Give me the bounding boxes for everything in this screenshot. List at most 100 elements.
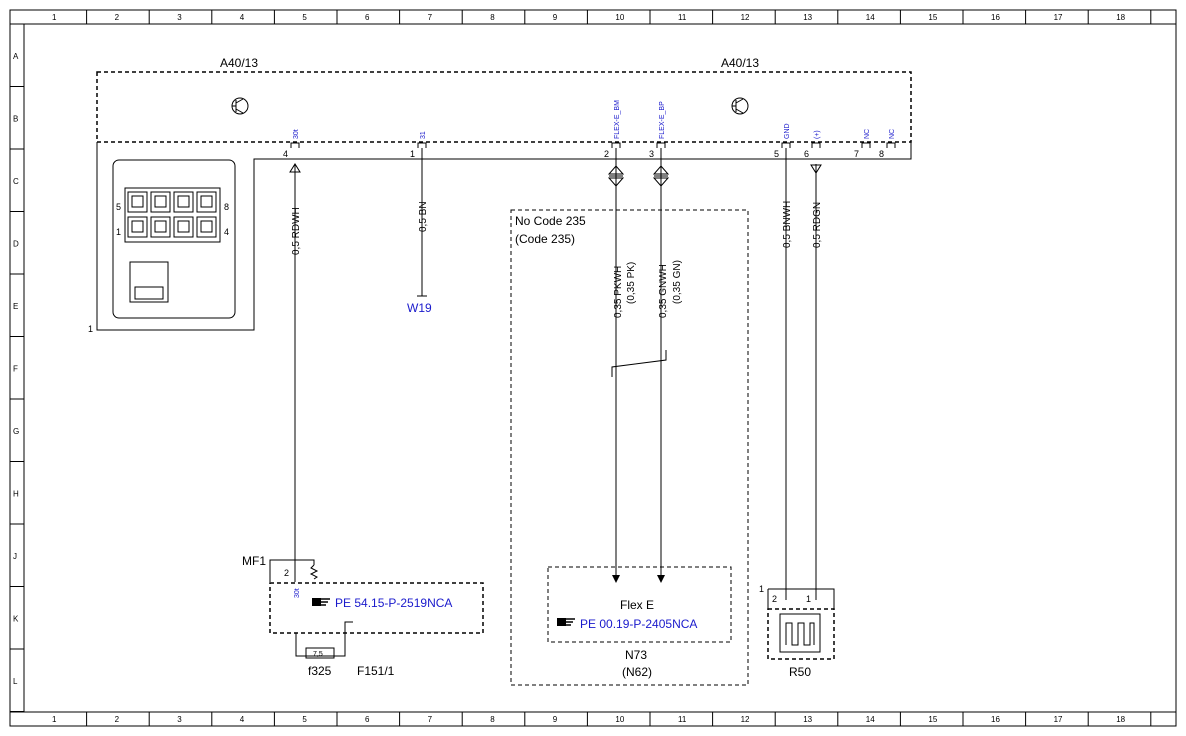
- r50-pin-2: 2: [772, 594, 777, 604]
- grid-column-label: 2: [115, 715, 120, 724]
- pin-signal: FLEX-E_BM: [614, 100, 621, 139]
- grid-column-label: 9: [553, 715, 558, 724]
- wire-label-pk: (0,35 PK): [626, 262, 637, 304]
- wire-label-rdwh: 0,5 RDWH: [291, 207, 302, 255]
- grid-column-label: 18: [1116, 13, 1125, 22]
- grid-column-label: 13: [803, 13, 812, 22]
- a40-13-label-left: A40/13: [220, 56, 258, 70]
- wire-label-bnwh: 0,5 BNWH: [782, 201, 793, 248]
- grid-column-label: 1: [52, 13, 57, 22]
- w19-label[interactable]: W19: [407, 301, 432, 315]
- connector-pin-1: 1: [116, 227, 121, 237]
- grid-column-label: 11: [678, 715, 687, 724]
- grid-column-label: 17: [1054, 13, 1063, 22]
- f151-label: F151/1: [357, 664, 395, 678]
- code-235-box: [510, 209, 749, 686]
- pin-signal: NC: [864, 129, 871, 139]
- grid-column-label: 5: [302, 715, 307, 724]
- grid-column-label: 16: [991, 715, 1000, 724]
- n62-label: (N62): [622, 665, 652, 679]
- n73-ref[interactable]: PE 00.19-P-2405NCA: [580, 617, 697, 631]
- pin-number: 6: [804, 149, 809, 159]
- pin-number: 1: [410, 149, 415, 159]
- grid-row-label: C: [13, 177, 19, 186]
- wire-label-rdgn: 0,5 RDGN: [812, 202, 823, 248]
- grid-row-label: K: [13, 615, 19, 624]
- connector-outline: [96, 142, 912, 331]
- r50-label: R50: [789, 665, 811, 679]
- grid-column-label: 15: [928, 13, 937, 22]
- arrow-down-icon: [810, 164, 822, 174]
- pin-number: 8: [879, 149, 884, 159]
- fuse-ref[interactable]: PE 54.15-P-2519NCA: [335, 596, 452, 610]
- grid-column-label: 1: [52, 715, 57, 724]
- flex-e-label: Flex E: [620, 598, 654, 612]
- pin-3: 3 FLEX-E_BP: [649, 101, 666, 159]
- grid-row-label: F: [13, 365, 18, 374]
- wire-label-bn: 0,5 BN: [418, 201, 429, 232]
- pointing-hand-icon: [312, 598, 330, 606]
- pin-signal: GND: [784, 123, 791, 139]
- grid-column-label: 7: [428, 715, 433, 724]
- a40-13-label-right: A40/13: [721, 56, 759, 70]
- grid-column-label: 4: [240, 13, 245, 22]
- grid-column-label: 15: [928, 715, 937, 724]
- connector-pin-5: 5: [116, 202, 121, 212]
- connector-ref: 1: [88, 324, 93, 334]
- pin-signal: 30t: [293, 129, 300, 139]
- fuse-ref-link[interactable]: PE 54.15-P-2519NCA: [335, 596, 452, 610]
- pin-signal: (+): [814, 130, 821, 139]
- grid-row-label: E: [13, 302, 18, 311]
- grid-column-label: 17: [1054, 715, 1063, 724]
- grid-row-label: A: [13, 52, 19, 61]
- grid-column-label: 3: [177, 715, 182, 724]
- frame-outer: [9, 9, 1177, 727]
- grid-column-label: 8: [490, 715, 495, 724]
- grid-column-label: 4: [240, 715, 245, 724]
- pin-5: 5 GND: [774, 123, 791, 159]
- arrow-down-icon: [657, 575, 665, 583]
- pin-number: 4: [283, 149, 288, 159]
- arrow-up-icon: [289, 163, 301, 173]
- grid-row-label: L: [13, 677, 18, 686]
- wire-label-pkwh: 0,35 PKWH: [613, 266, 624, 318]
- mf1-line: [269, 559, 315, 582]
- grid-column-label: 9: [553, 13, 558, 22]
- transistor-icon: [231, 97, 249, 115]
- pin-7: 7NC: [854, 129, 871, 159]
- fuse-element: [305, 647, 335, 659]
- arrow-down-icon: [612, 575, 620, 583]
- mf1-label: MF1: [242, 554, 266, 568]
- pin-8: 8NC: [879, 129, 896, 159]
- pin-4: 4 30t: [283, 129, 300, 159]
- r50-box: [767, 608, 835, 660]
- wire-label-gn: (0,35 GN): [672, 260, 683, 304]
- pin-number: 5: [774, 149, 779, 159]
- resistor-icon: [309, 564, 319, 580]
- r50-pin-1: 1: [806, 594, 811, 604]
- n73-ref-link[interactable]: PE 00.19-P-2405NCA: [580, 617, 697, 631]
- code-label: (Code 235): [515, 232, 575, 246]
- grid-column-label: 12: [741, 13, 750, 22]
- fuse-loop: [295, 621, 353, 657]
- grid-column-label: 18: [1116, 715, 1125, 724]
- pin-6: 6 (+): [804, 130, 821, 159]
- grid-column-label: 5: [302, 13, 307, 22]
- pin-1: 1 31: [410, 131, 427, 159]
- grid-column-label: 11: [678, 13, 687, 22]
- w19-link[interactable]: W19: [407, 301, 432, 315]
- pin-number: 3: [649, 149, 654, 159]
- pin-signal: 31: [420, 131, 427, 139]
- bidirectional-arrow-icon: [607, 165, 625, 187]
- r50-ref: 1: [759, 584, 764, 594]
- grid-column-label: 2: [115, 13, 120, 22]
- no-code-label: No Code 235: [515, 214, 586, 228]
- fuse-pin-2: 2: [284, 568, 289, 578]
- fuse-signal: 30t: [294, 588, 301, 598]
- connector-pin-8: 8: [224, 202, 229, 212]
- pin-signal: FLEX-E_BP: [659, 101, 666, 139]
